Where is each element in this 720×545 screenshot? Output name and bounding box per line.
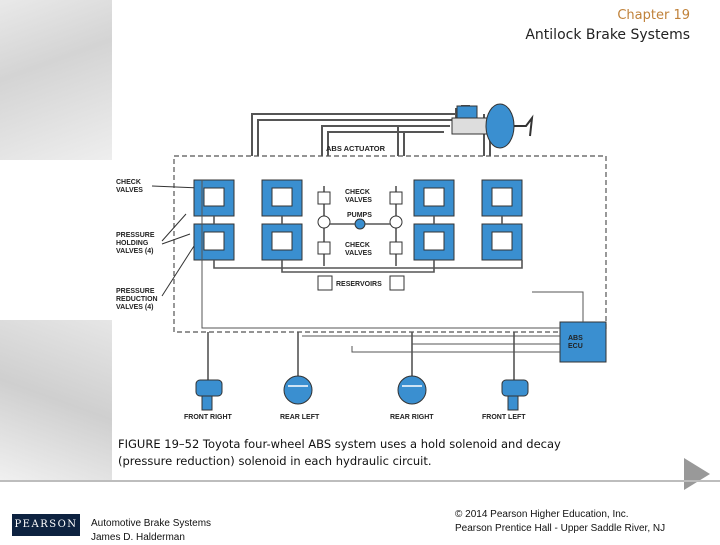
abs-ecu-box [559, 321, 607, 363]
check-valves-lower-label-1: CHECK [345, 242, 370, 249]
check-valves-upper-label-1: CHECK [345, 189, 370, 196]
valve-group-left [193, 179, 303, 261]
wheel-rear-left [283, 375, 313, 405]
footer-publisher: Pearson Prentice Hall - Upper Saddle Riv… [455, 523, 666, 534]
figure-caption: FIGURE 19–52 Toyota four-wheel ABS syste… [118, 436, 588, 470]
wheel-front-left [501, 379, 529, 411]
abs-actuator-box [173, 155, 607, 333]
wheel-label-front-right: FRONT RIGHT [184, 414, 233, 421]
reservoirs-label: RESERVOIRS [336, 281, 382, 288]
check-valves-left-label-2: VALVES [116, 187, 143, 194]
check-valves-upper-label-2: VALVES [345, 197, 372, 204]
pumps-label: PUMPS [347, 212, 372, 219]
pearson-logo: PEARSON [12, 514, 80, 536]
background-car-image-bottom [0, 320, 112, 480]
abs-system-diagram: ABS ACTUATOR CHECK VALVES PRESSURE HOLDI… [116, 103, 607, 421]
brake-lines-top [251, 105, 491, 156]
reduction-valves-label-2: REDUCTION [116, 296, 158, 303]
footer-book-title: Automotive Brake Systems [91, 518, 212, 529]
master-cylinder-booster [451, 103, 534, 149]
wheel-front-right [195, 379, 223, 411]
wheel-brake-lines [207, 332, 515, 380]
reduction-valves-label-3: VALVES (4) [116, 304, 153, 311]
reduction-valves-label-1: PRESSURE [116, 288, 155, 295]
check-valves-lower-label-2: VALVES [345, 250, 372, 257]
footer-author: James D. Halderman [91, 532, 185, 543]
wheel-label-rear-left: REAR LEFT [280, 414, 320, 421]
wheel-label-front-left: FRONT LEFT [482, 414, 526, 421]
check-valves-left-label-1: CHECK [116, 179, 141, 186]
footer-copyright: © 2014 Pearson Higher Education, Inc. [455, 509, 629, 520]
ecu-label-2: ECU [568, 343, 583, 350]
footer-divider [0, 480, 720, 482]
footer-copyright-info: © 2014 Pearson Higher Education, Inc. Pe… [455, 508, 665, 536]
leader-lines [151, 185, 201, 297]
valve-group-right [413, 179, 523, 261]
chapter-label: Chapter 19 [617, 8, 690, 23]
slide-subtitle: Antilock Brake Systems [525, 27, 690, 43]
next-slide-arrow-icon[interactable] [684, 458, 710, 490]
footer-book-info: Automotive Brake Systems James D. Halder… [91, 517, 211, 545]
wheel-label-rear-right: REAR RIGHT [390, 414, 434, 421]
wheel-rear-right [397, 375, 427, 405]
abs-actuator-label: ABS ACTUATOR [326, 144, 386, 153]
center-pumps [317, 191, 405, 291]
background-car-image-top [0, 0, 112, 160]
ecu-wiring [201, 180, 584, 353]
holding-valves-label-3: VALVES (4) [116, 248, 153, 255]
holding-valves-label-1: PRESSURE [116, 232, 155, 239]
ecu-label-1: ABS [568, 335, 583, 342]
caption-line-2: (pressure reduction) solenoid in each hy… [118, 454, 432, 468]
holding-valves-label-2: HOLDING [116, 240, 149, 247]
caption-line-1: FIGURE 19–52 Toyota four-wheel ABS syste… [118, 437, 561, 451]
